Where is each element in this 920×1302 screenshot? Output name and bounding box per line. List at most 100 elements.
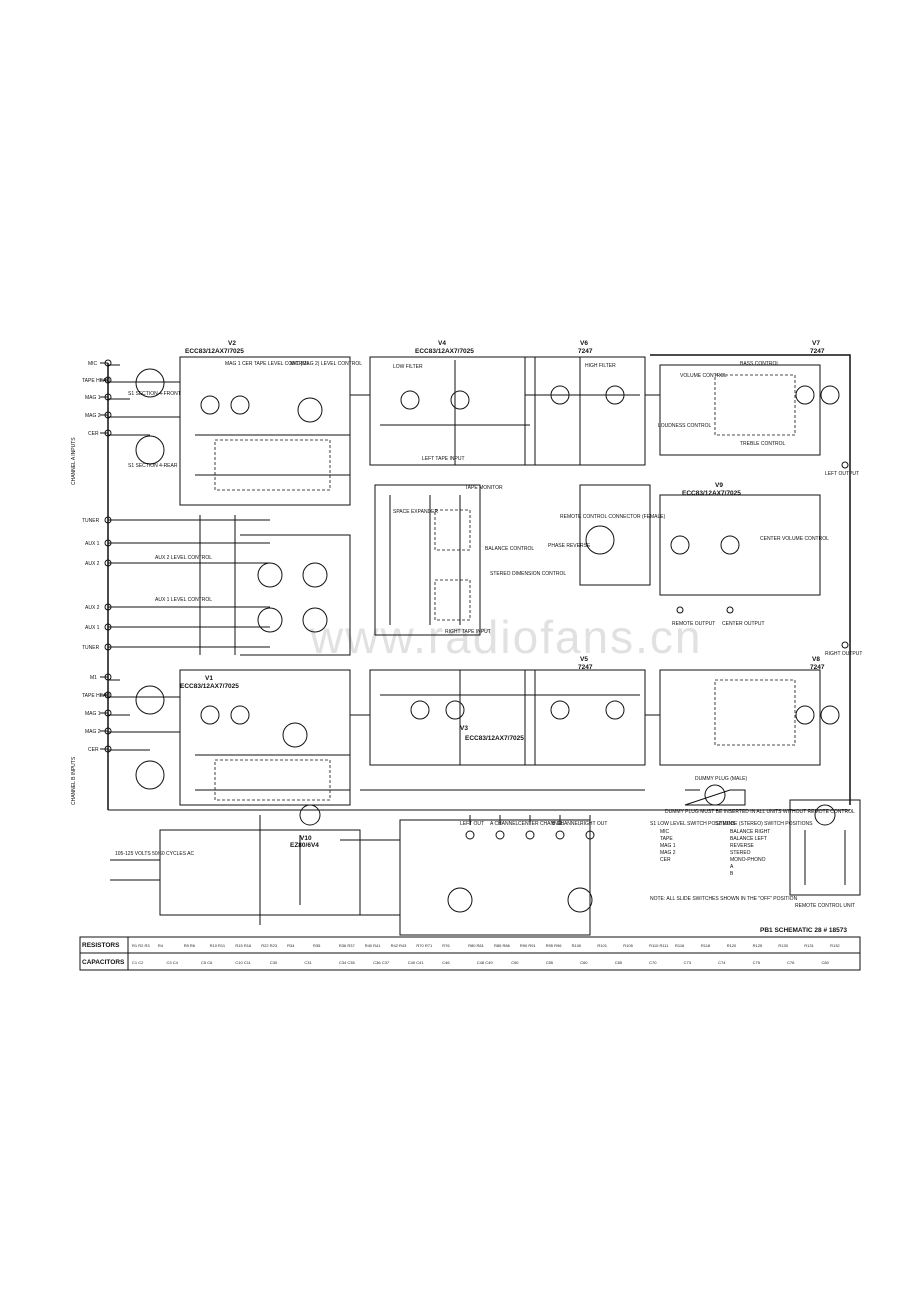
jack-icon [104, 376, 112, 384]
table-cell: C65 [615, 960, 623, 965]
tube-icon [400, 390, 420, 410]
list-item: STEREO [730, 850, 751, 856]
rotary-switch-icon [302, 607, 328, 633]
tube-icon [820, 705, 840, 725]
table-cell: R34 [287, 943, 295, 948]
rotary-switch-icon [257, 562, 283, 588]
switch-position-tables: S1 LOW LEVEL SWITCH POSITIONS MIC TAPE M… [650, 821, 813, 877]
table-cell: C3 C4 [167, 960, 179, 965]
tube-type: ECC83/12AX7/7025 [682, 490, 741, 497]
table-cell: C55 [546, 960, 554, 965]
jack-icon [104, 359, 112, 367]
input-label: MAG 1 [85, 395, 101, 401]
tube-type: 7247 [578, 348, 593, 355]
table-cell: R15 R16 [235, 943, 252, 948]
list-item: MONO-PHONO [730, 857, 766, 863]
output-label: B CHANNEL [552, 821, 581, 827]
tube-label: V5 [580, 656, 588, 663]
table-cell: C76 [787, 960, 795, 965]
tube-type: ECC83/12AX7/7025 [185, 348, 244, 355]
tube-icon [795, 385, 815, 405]
tube-label: V2 [228, 340, 236, 347]
control-label: TREBLE CONTROL [740, 441, 786, 447]
switch-label: S1 SECTION 4-FRONT [128, 391, 181, 397]
watermark: www.radiofans.cn [309, 611, 703, 663]
list-item: CER [660, 857, 671, 863]
control-label: VOLUME CONTROL [680, 373, 727, 379]
rotary-switch-icon [135, 435, 165, 465]
table-cell: R95 R96 [546, 943, 563, 948]
aux-input-label: AUX 1 [85, 541, 100, 547]
table-cell: R85 R86 [494, 943, 511, 948]
control-label: AUX 1 LEVEL CONTROL [155, 597, 212, 603]
input-labels: CHANNEL A INPUTS MIC TAPE HEAD MAG 1 MAG… [71, 361, 110, 805]
tube-label: V7 [812, 340, 820, 347]
tube-type: ECC83/12AX7/7025 [415, 348, 474, 355]
output-label: RIGHT OUT [580, 821, 607, 827]
table-cell: C1 C2 [132, 960, 144, 965]
tube-symbols [200, 385, 840, 826]
table-cell: R118 [701, 943, 711, 948]
tube-icon [550, 700, 570, 720]
rotary-switch-icon [567, 887, 593, 913]
tube-type: 7247 [810, 348, 825, 355]
control-label: STEREO DIMENSION CONTROL [490, 571, 566, 577]
rotary-switch-icon [447, 887, 473, 913]
jack-icon [104, 539, 112, 547]
input-label: TAPE HEAD [82, 693, 110, 699]
jack-icon [555, 830, 565, 840]
list-item: MAG 1 [660, 843, 676, 849]
jack-icon [104, 603, 112, 611]
table-cell: R10 R11 [210, 943, 226, 948]
output-label: A CHANNEL [490, 821, 519, 827]
control-label: AUX 2 LEVEL CONTROL [155, 555, 212, 561]
table-cell: R105 [623, 943, 633, 948]
control-label: MIC (MAG 2) LEVEL CONTROL [290, 361, 362, 367]
table-cell: C60 [580, 960, 588, 965]
table-cell: C75 [753, 960, 761, 965]
tube-label: V4 [438, 340, 446, 347]
jack-icon [104, 559, 112, 567]
table-title: S2 MODE (STEREO) SWITCH POSITIONS [715, 821, 813, 827]
table-cell: R131 [804, 943, 814, 948]
input-jacks [104, 359, 849, 840]
rotary-switch-icon [302, 562, 328, 588]
list-item: MIC [660, 829, 670, 835]
jack-icon [841, 461, 849, 469]
capacitors-header: CAPACITORS [82, 959, 125, 966]
tube-icon [820, 385, 840, 405]
input-label: MAG 2 [85, 413, 101, 419]
tube-icon [605, 385, 625, 405]
input-label: M1 [90, 675, 97, 681]
jack-icon [104, 643, 112, 651]
table-cell: C48 C49 [477, 960, 494, 965]
rotary-switch-icon [135, 760, 165, 790]
input-label: MIC [88, 361, 98, 367]
jack-icon [726, 606, 734, 614]
control-label: BASS CONTROL [740, 361, 779, 367]
jack-icon [525, 830, 535, 840]
jack-icon [104, 745, 112, 753]
table-cell: R132 [830, 943, 840, 948]
table-cell: R90 R91 [520, 943, 537, 948]
selector-switches [135, 368, 615, 913]
tube-icon [410, 700, 430, 720]
table-cell: R36 R37 [339, 943, 356, 948]
table-cell: R42 R43 [391, 943, 408, 948]
rotary-switch-icon [257, 607, 283, 633]
tube-label: V9 [715, 482, 723, 489]
table-cell: C50 [511, 960, 519, 965]
remote-plug-icon [814, 804, 836, 826]
control-label: CENTER VOLUME CONTROL [760, 536, 829, 542]
rotary-switch-icon [135, 685, 165, 715]
table-cell: C74 [718, 960, 726, 965]
tube-label: V1 [205, 675, 213, 682]
switch-label: S1 SECTION 4-REAR [128, 463, 178, 469]
connector-label: REMOTE CONTROL CONNECTOR (FEMALE) [560, 514, 666, 520]
switch-label: PHASE REVERSE [548, 543, 591, 549]
table-cell: C5 C6 [201, 960, 213, 965]
table-cell: R101 [597, 943, 607, 948]
schematic-title: PB1 SCHEMATIC 28 # 18573 [760, 927, 847, 934]
